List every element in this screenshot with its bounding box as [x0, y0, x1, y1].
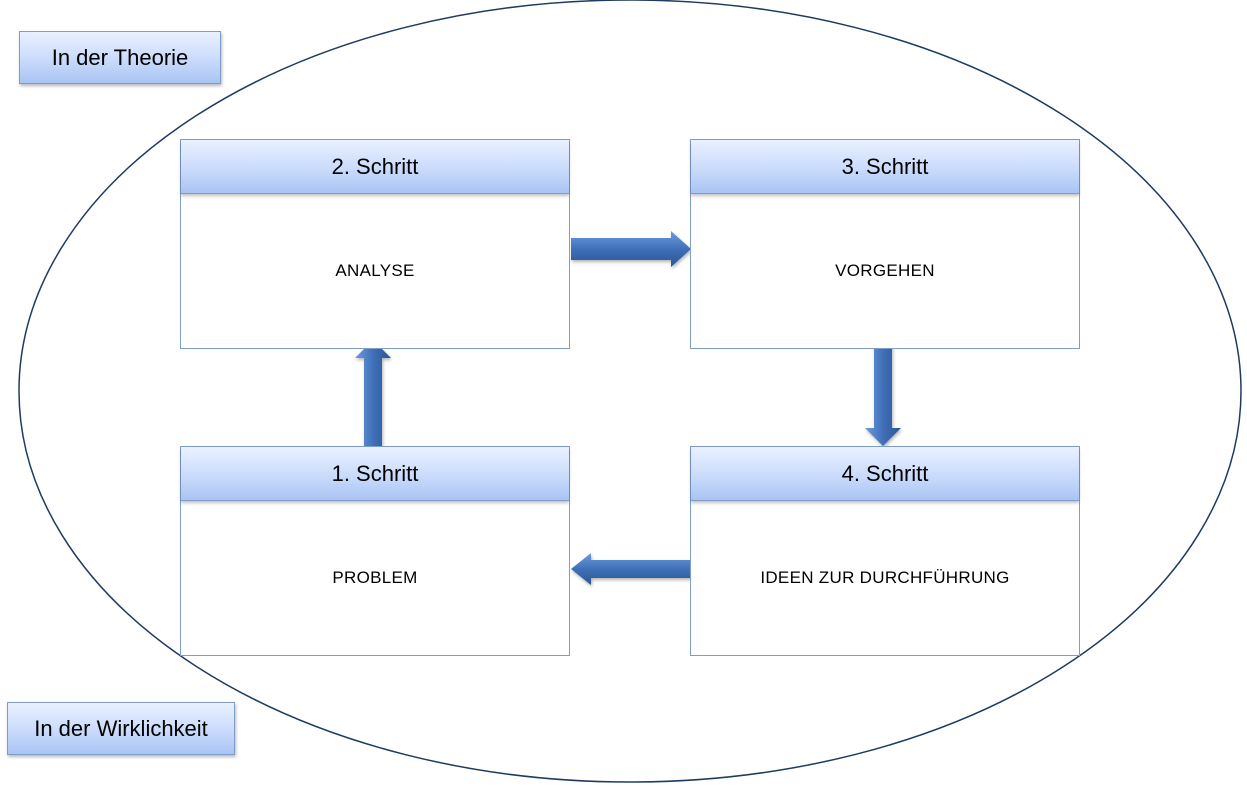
step-4-content: IDEEN ZUR DURCHFÜHRUNG — [760, 568, 1010, 587]
step-2-content: ANALYSE — [335, 261, 415, 280]
theory-label: In der Theorie — [19, 31, 221, 84]
theory-label-text: In der Theorie — [51, 44, 189, 70]
step-2-box: 2. Schritt ANALYSE — [180, 139, 570, 349]
step-1-title: 1. Schritt — [181, 447, 569, 501]
step-3-box: 3. Schritt VORGEHEN — [690, 139, 1080, 349]
step-1-content: PROBLEM — [332, 568, 418, 587]
step-4-box: 4. Schritt IDEEN ZUR DURCHFÜHRUNG — [690, 446, 1080, 656]
arrow-down — [865, 340, 901, 446]
reality-label: In der Wirklichkeit — [7, 702, 235, 755]
step-3-title: 3. Schritt — [691, 140, 1079, 194]
step-3-content: VORGEHEN — [835, 261, 935, 280]
arrow-up — [355, 340, 391, 446]
arrow-left — [571, 553, 691, 585]
reality-label-text: In der Wirklichkeit — [34, 715, 208, 741]
step-4-title: 4. Schritt — [691, 447, 1079, 501]
reality-ellipse — [18, 0, 1242, 783]
step-1-box: 1. Schritt PROBLEM — [180, 446, 570, 656]
step-2-title: 2. Schritt — [181, 140, 569, 194]
arrow-right — [571, 231, 691, 267]
